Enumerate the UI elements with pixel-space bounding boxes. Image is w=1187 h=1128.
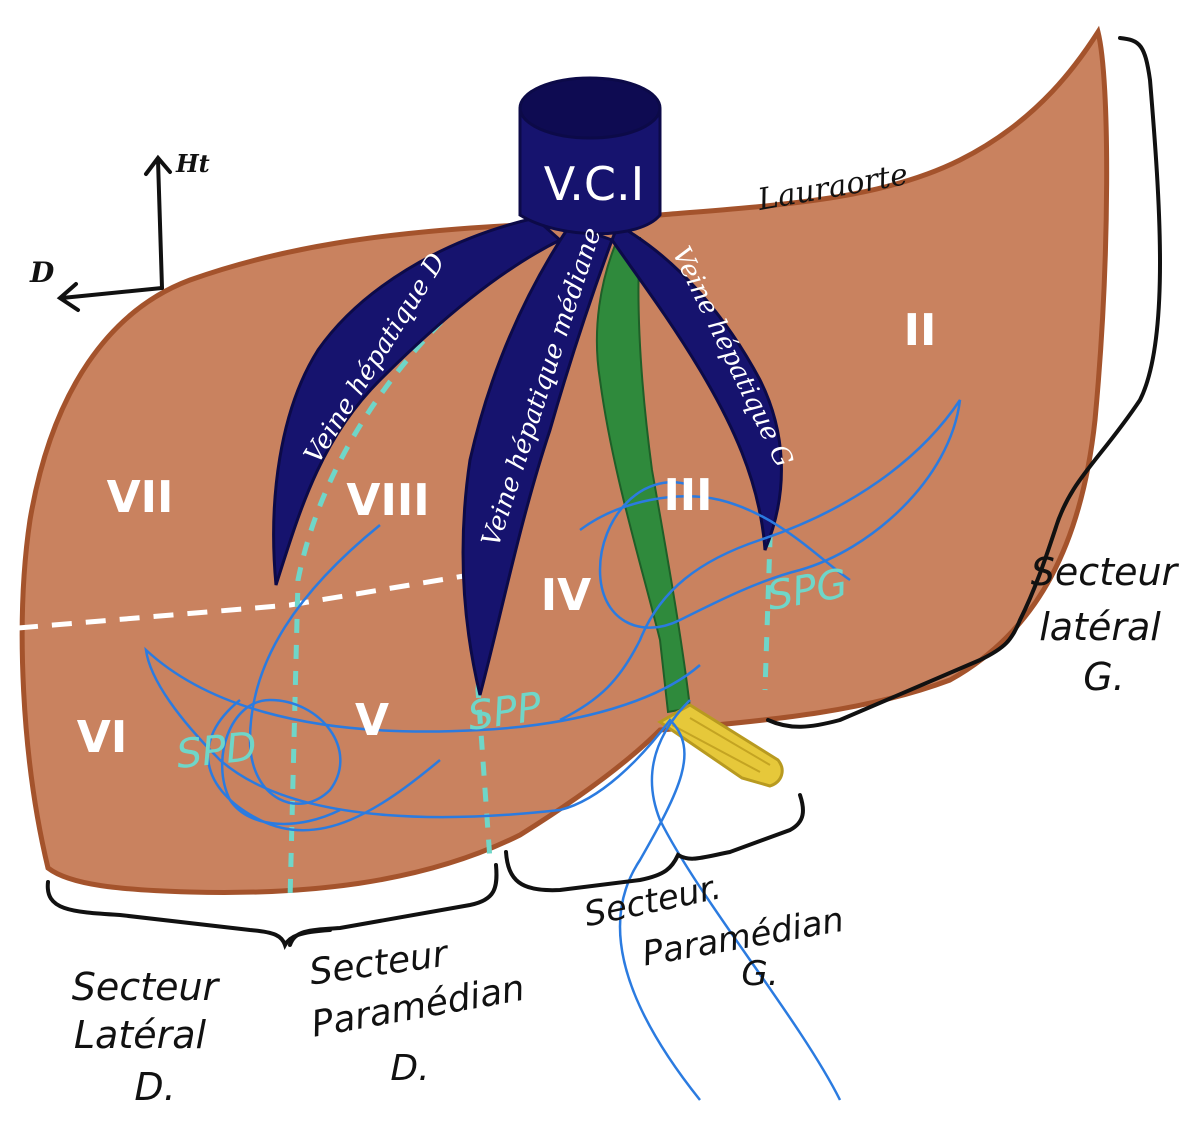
orientation-up-label: Ht (175, 149, 210, 178)
orientation-axes (60, 158, 170, 310)
up-arrow-icon (146, 158, 170, 288)
segment-4-label: IV (541, 570, 591, 621)
sector-label-lateral-d: Secteur Latéral D. (72, 965, 221, 1109)
segment-6-label: VI (77, 712, 127, 763)
orientation-right-label: D (29, 256, 55, 289)
vci-top (520, 78, 660, 138)
vci-label: V.C.I (544, 157, 644, 211)
segment-3-label: III (663, 470, 712, 521)
segment-7-label: VII (107, 472, 174, 523)
spd-label: SPD (174, 724, 259, 778)
sector-paramedian-d-line3: D. (390, 1048, 429, 1089)
segment-8-label: VIII (346, 475, 429, 526)
sector-lateral-d-line2: Latéral (74, 1013, 207, 1057)
sector-lateral-d-line1: Secteur (72, 965, 221, 1009)
sector-lateral-g-line3: G. (1083, 655, 1125, 699)
sector-label-lateral-g: Secteur latéral G. (1031, 550, 1180, 699)
segment-2-label: II (904, 305, 937, 356)
sector-lateral-g-line2: latéral (1039, 605, 1161, 649)
sector-label-paramedian-d: Secteur Paramédian D. (307, 933, 528, 1089)
sector-paramedian-g-line3: G. (741, 954, 778, 994)
segment-5-label: V (355, 695, 389, 746)
sector-lateral-d-line3: D. (134, 1065, 175, 1109)
sector-lateral-g-line1: Secteur (1031, 550, 1180, 594)
